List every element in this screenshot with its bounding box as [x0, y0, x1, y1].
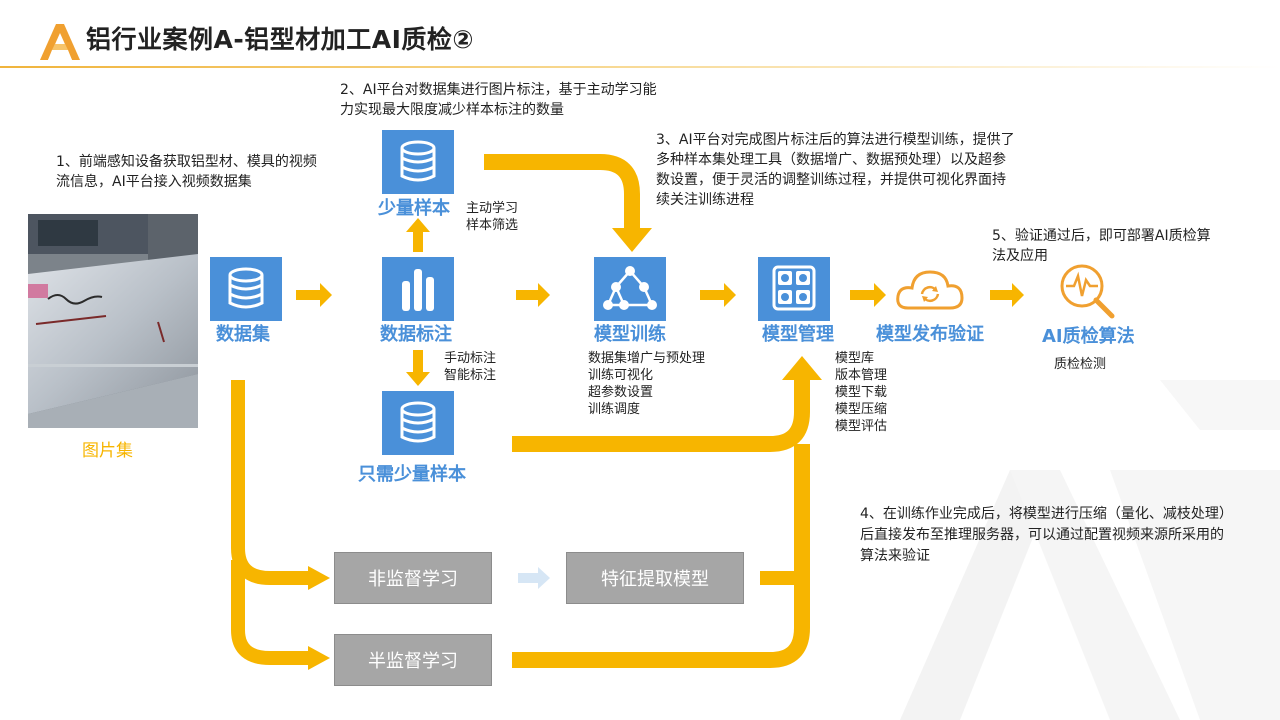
training-items: 数据集增广与预处理 训练可视化 超参数设置 训练调度 — [588, 351, 706, 417]
arrow-annotation-training — [516, 283, 550, 307]
unsupervised-box[interactable]: 非监督学习 — [334, 552, 492, 604]
arrow-dataset-annotation — [296, 283, 332, 307]
bar-chart-icon — [402, 269, 434, 311]
arrow-few-samples-training — [484, 154, 640, 230]
annotation-node[interactable] — [382, 257, 454, 321]
ai-algorithm-label: AI质检算法 — [1042, 326, 1135, 347]
arrow-dataset-semi — [231, 560, 312, 665]
arrow-up-few-samples — [406, 218, 430, 252]
annotation-label: 数据标注 — [380, 324, 452, 345]
magnifier-waveform-icon[interactable] — [1052, 258, 1124, 322]
cloud-sync-icon[interactable] — [894, 262, 966, 322]
arrow-only-few-management — [512, 378, 810, 452]
page-title: 铝行业案例A-铝型材加工AI质检② — [86, 25, 475, 54]
step5-note: 5、验证通过后，即可部署AI质检算法及应用 — [992, 228, 1211, 264]
management-label: 模型管理 — [762, 324, 834, 345]
step3-note: 3、AI平台对完成图片标注后的算法进行模型训练，提供了多种样本集处理工具（数据增… — [656, 132, 1015, 208]
database-icon — [400, 140, 436, 182]
training-node[interactable] — [594, 257, 666, 321]
feature-model-box[interactable]: 特征提取模型 — [566, 552, 744, 604]
arrow-management-deploy — [850, 283, 886, 307]
step4-note: 4、在训练作业完成后，将模型进行压缩（量化、减枝处理）后直接发布至推理服务器，可… — [860, 506, 1226, 564]
database-icon — [400, 401, 436, 443]
few-samples-node[interactable] — [382, 130, 454, 194]
management-items: 模型库 版本管理 模型下载 模型压缩 模型评估 — [835, 351, 888, 434]
only-few-samples-node[interactable] — [382, 391, 454, 455]
arrow-dataset-unsupervised — [231, 380, 312, 585]
deploy-verify-label: 模型发布验证 — [876, 324, 984, 345]
aluminum-profile-photo — [28, 214, 198, 428]
arrow-semi-management — [512, 444, 810, 668]
management-node[interactable] — [758, 257, 830, 321]
quality-check-annotation: 质检检测 — [1054, 357, 1107, 372]
title-divider — [0, 66, 1280, 68]
grid-icon — [772, 265, 816, 311]
manual-labeling-annotation: 手动标注 智能标注 — [444, 351, 497, 383]
arrow-training-management — [700, 283, 736, 307]
arrow-unsupervised-feature — [518, 567, 550, 589]
few-samples-label: 少量样本 — [378, 198, 450, 219]
step2-note: 2、AI平台对数据集进行图片标注，基于主动学习能力实现最大限度减少样本标注的数量 — [340, 82, 657, 118]
arrow-down-only-few — [406, 350, 430, 386]
semi-supervised-box[interactable]: 半监督学习 — [334, 634, 492, 686]
dataset-label: 数据集 — [216, 324, 270, 345]
image-set-label: 图片集 — [82, 441, 133, 461]
database-icon — [228, 267, 264, 309]
dataset-node[interactable] — [210, 257, 282, 321]
network-tree-icon — [603, 266, 657, 310]
training-label: 模型训练 — [594, 324, 666, 345]
arrow-deploy-algorithm — [990, 283, 1024, 307]
step1-note: 1、前端感知设备获取铝型材、模具的视频流信息，AI平台接入视频数据集 — [56, 154, 317, 190]
active-learning-annotation: 主动学习 样本筛选 — [466, 201, 519, 233]
only-few-samples-label: 只需少量样本 — [358, 464, 466, 485]
company-logo-icon — [40, 24, 80, 60]
